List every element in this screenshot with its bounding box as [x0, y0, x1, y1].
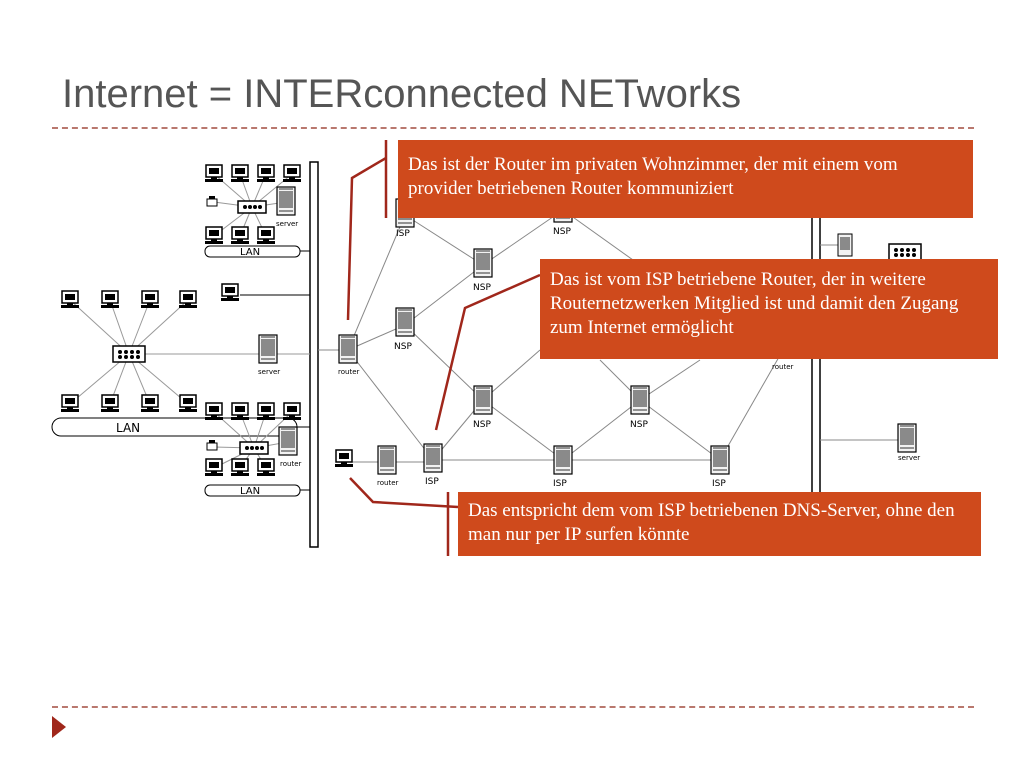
router-label: router — [280, 460, 301, 468]
lan-bottom-left: router LAN — [204, 402, 310, 497]
router-label: router — [338, 368, 359, 376]
isp-label: ISP — [425, 477, 439, 487]
server-label: server — [898, 454, 920, 462]
title-divider — [52, 127, 974, 129]
router-label: router — [772, 363, 793, 371]
arrow-bullet-icon — [52, 716, 66, 738]
callout-dns-server: Das entspricht dem vom ISP betriebenen D… — [458, 492, 981, 556]
router-label: router — [377, 479, 398, 487]
callout-isp-router: Das ist vom ISP betriebene Router, der i… — [540, 259, 998, 359]
slide-title: Internet = INTERconnected NETworks — [62, 72, 742, 116]
callout-pointers — [346, 140, 541, 556]
nsp-label: NSP — [473, 283, 491, 293]
lan-label: LAN — [240, 486, 260, 497]
lan-top-left: server LAN — [204, 164, 310, 258]
network-nodes: router ISP NSP NSP NSP NSP NSP ISP ISP I… — [334, 193, 922, 489]
backbone-left — [309, 161, 319, 548]
callout-home-router: Das ist der Router im privaten Wohnzimme… — [398, 140, 973, 218]
nsp-label: NSP — [630, 420, 648, 430]
footer-divider — [52, 706, 974, 708]
isp-label: ISP — [553, 479, 567, 489]
nsp-label: NSP — [473, 420, 491, 430]
server-label: server — [258, 368, 280, 376]
lan-label: LAN — [116, 421, 140, 435]
server-label: server — [276, 220, 298, 228]
isp-label: ISP — [396, 229, 410, 239]
nsp-label: NSP — [553, 227, 571, 237]
isp-label: ISP — [712, 479, 726, 489]
lan-label: LAN — [240, 247, 260, 258]
nsp-label: NSP — [394, 342, 412, 352]
